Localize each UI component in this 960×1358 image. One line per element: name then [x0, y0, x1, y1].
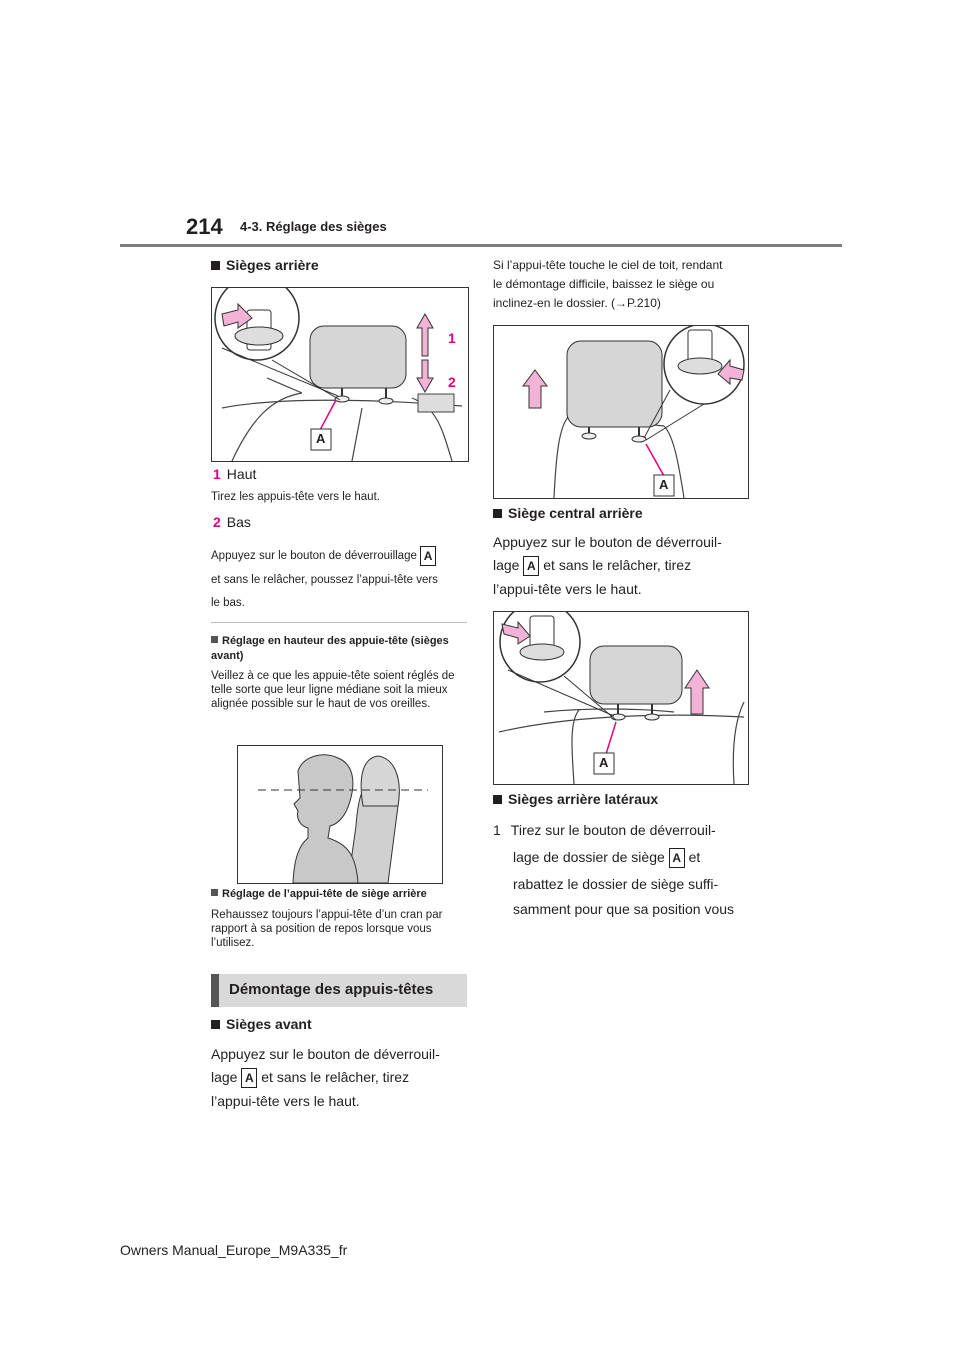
- bullet-square-icon: [211, 261, 220, 270]
- bullet-square-icon: [211, 889, 218, 896]
- step-2-text-a: Appuyez sur le bouton de déverrouillage …: [211, 546, 437, 566]
- heading-front-seats: Sièges avant: [211, 1016, 312, 1032]
- lateral-text-3: rabattez le dossier de siège suffi-: [513, 876, 719, 892]
- note-rear-headrest-text: Rehaussez toujours l’appui-tête d’un cra…: [211, 909, 443, 949]
- front-text-3: l’appui-tête vers le haut.: [211, 1093, 360, 1109]
- figure-label-a: A: [316, 431, 326, 446]
- step-1-text: Tirez les appuis-tête vers le haut.: [211, 491, 380, 503]
- note-front-headrest-text: Veillez à ce que les appuie-tête soient …: [211, 670, 455, 710]
- front-text-1: Appuyez sur le bouton de déverrouil-: [211, 1046, 440, 1062]
- note-rear-headrest-title: Réglage de l’appui-tête de siège arrière: [211, 887, 467, 902]
- heading-rear-seats: Sièges arrière: [211, 257, 319, 273]
- heading-lateral-rear-seats: Sièges arrière latéraux: [493, 791, 658, 807]
- page-number: 214: [186, 214, 223, 239]
- center-text-2: lage A et sans le relâcher, tirez: [493, 552, 691, 578]
- section-title: 4-3. Réglage des sièges: [240, 219, 387, 234]
- badge-a: A: [523, 556, 540, 577]
- footer-manual-id: Owners Manual_Europe_M9A335_fr: [120, 1242, 348, 1258]
- bullet-square-icon: [211, 636, 218, 643]
- center-text-3: l’appui-tête vers le haut.: [493, 581, 642, 597]
- section-band: Démontage des appuis-têtes: [211, 974, 467, 1007]
- front-text-2: lage A et sans le relâcher, tirez: [211, 1064, 409, 1090]
- section-band-title: Démontage des appuis-têtes: [229, 981, 434, 998]
- step-2-text-c: le bas.: [211, 597, 245, 609]
- heading-center-rear-seat: Siège central arrière: [493, 505, 643, 521]
- figure-center-headrest-removal: A: [493, 611, 749, 785]
- lateral-text-2: lage de dossier de siège A et: [513, 844, 700, 870]
- bullet-square-icon: [493, 795, 502, 804]
- figure-headrest-removal-ceiling: A: [493, 325, 749, 499]
- figure-front-headrest-alignment: [237, 745, 443, 884]
- step-2-text-b: et sans le relâcher, poussez l’appui-têt…: [211, 574, 438, 586]
- badge-a: A: [668, 848, 685, 869]
- figure-label-2: 2: [448, 374, 456, 390]
- intro-line-2: le démontage difficile, baissez le siège…: [493, 277, 715, 291]
- intro-line-3: inclinez-en le dossier. (→P.210): [493, 296, 661, 310]
- figure-label-a: A: [659, 477, 669, 492]
- center-text-1: Appuyez sur le bouton de déverrouil-: [493, 534, 722, 550]
- bullet-square-icon: [493, 509, 502, 518]
- badge-a: A: [420, 546, 437, 566]
- figure-label-1: 1: [448, 330, 456, 346]
- figure-rear-headrest-adjust: 1 2 A: [211, 287, 469, 462]
- figure-label-a: A: [599, 755, 609, 770]
- intro-line-1: Si l’appui-tête touche le ciel de toit, …: [493, 258, 723, 272]
- bullet-square-icon: [211, 1020, 220, 1029]
- lateral-text-4: samment pour que sa position vous: [513, 901, 735, 917]
- divider: [211, 622, 467, 623]
- note-front-headrest-title: Réglage en hauteur des appuie-tête (sièg…: [211, 635, 449, 662]
- badge-a: A: [241, 1068, 258, 1089]
- header-rule: [120, 244, 842, 247]
